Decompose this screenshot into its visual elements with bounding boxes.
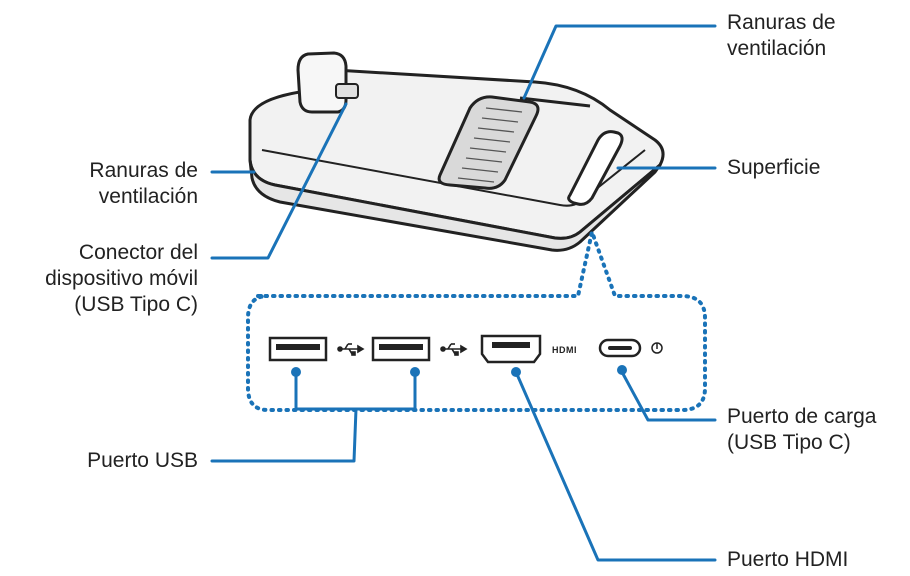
power-icon (651, 342, 663, 354)
charge-port-tongue (608, 346, 632, 350)
label-hdmi-port: Puerto HDMI (727, 547, 848, 573)
dock-device (248, 51, 665, 252)
vent-pad (437, 95, 540, 190)
label-usb-port: Puerto USB (40, 448, 198, 474)
label-vent-top: Ranuras de ventilación (727, 10, 836, 62)
ports (268, 334, 642, 364)
dock-front-edge (248, 158, 662, 252)
top-slot (519, 96, 591, 108)
port-panel-outline (246, 224, 707, 412)
label-connector-line1: Conector del (78, 241, 198, 264)
connector-post (296, 51, 348, 114)
hdmi-logo: HDMI (552, 345, 577, 355)
label-surface: Superficie (727, 155, 820, 181)
label-vent-left-line2: ventilación (98, 185, 198, 208)
leader-connector (210, 102, 348, 260)
leader-charge (620, 370, 717, 422)
usb-symbol-icon (440, 343, 468, 356)
label-connector-line3: (USB Tipo C) (74, 293, 198, 316)
label-vent-left: Ranuras de ventilación (40, 158, 198, 210)
hdmi-port (480, 334, 542, 364)
leader-vent-top (522, 24, 717, 100)
usb-port-2-tongue (379, 344, 423, 350)
label-charge-port-line2: (USB Tipo C) (727, 431, 851, 454)
label-vent-left-line1: Ranuras de (89, 159, 198, 182)
label-charge-port: Puerto de carga (USB Tipo C) (727, 404, 876, 456)
hdmi-port-tongue (492, 342, 530, 348)
label-vent-top-line2: ventilación (727, 37, 827, 60)
label-connector-line2: dispositivo móvil (45, 267, 198, 290)
label-vent-top-line1: Ranuras de (727, 11, 836, 34)
vent-slots (457, 107, 523, 183)
label-hdmi-port-text: Puerto HDMI (727, 548, 849, 571)
label-connector: Conector del dispositivo móvil (USB Tipo… (0, 240, 198, 318)
surface-groove (567, 130, 624, 206)
leader-hdmi (514, 370, 717, 562)
callout-dots (291, 365, 627, 377)
label-surface-text: Superficie (727, 156, 821, 179)
leader-usb (210, 370, 417, 463)
usb-c-plug (335, 83, 359, 99)
usb-symbol-icon (337, 343, 365, 356)
label-usb-port-text: Puerto USB (87, 449, 198, 472)
label-charge-port-line1: Puerto de carga (727, 405, 877, 428)
usb-port-1-tongue (276, 344, 320, 350)
